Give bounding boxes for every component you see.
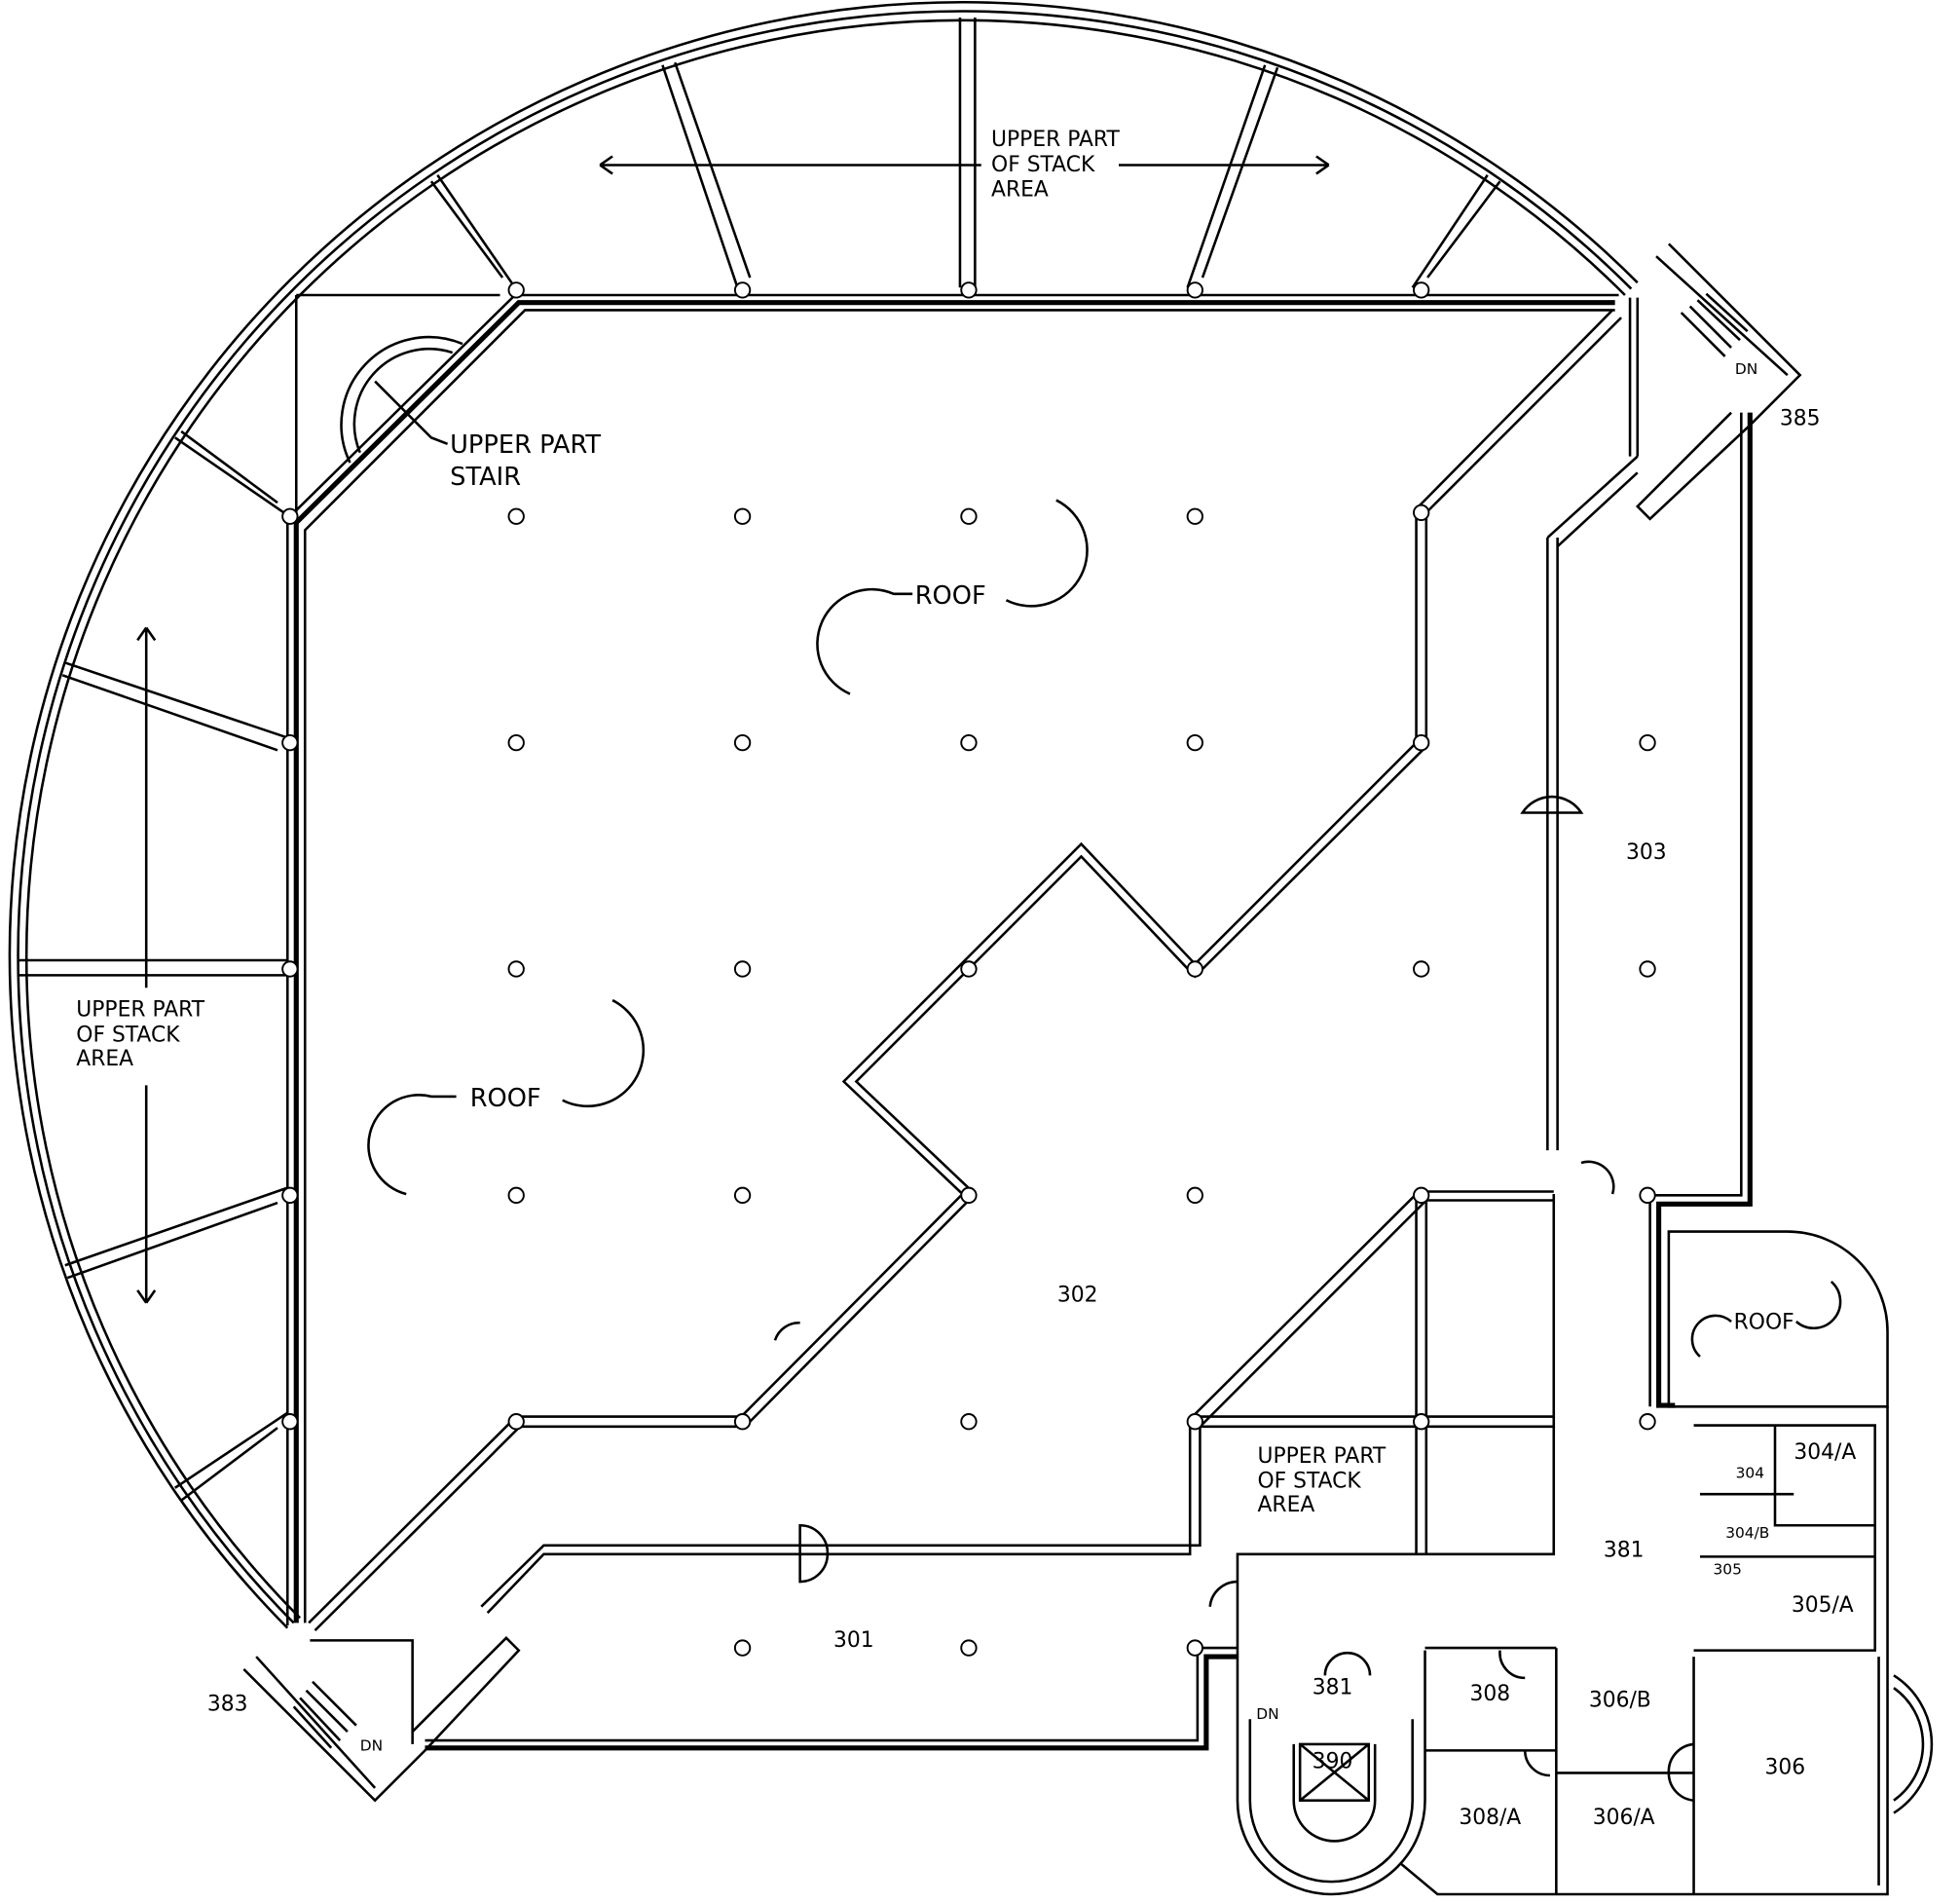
- note-dn-390: DN: [1256, 1705, 1278, 1723]
- doors: [773, 795, 1694, 1802]
- note-stack-top-3: AREA: [991, 178, 1049, 203]
- annotations: UPPER PART OF STACK AREA UPPER PART OF S…: [76, 128, 1794, 1754]
- column-marker: [507, 733, 525, 752]
- column-marker: [1186, 1186, 1203, 1205]
- room-305a: 305/A: [1792, 1593, 1854, 1618]
- stair-383: [242, 1635, 521, 1803]
- room-304a: 304/A: [1794, 1440, 1856, 1465]
- note-dn-385: DN: [1735, 360, 1757, 378]
- room-304b: 304/B: [1725, 1524, 1769, 1542]
- column-marker: [733, 733, 752, 752]
- note-stack-top-2: OF STACK: [991, 153, 1095, 177]
- column-marker: [960, 507, 978, 525]
- column-marker: [1186, 960, 1203, 978]
- room-308: 308: [1469, 1682, 1510, 1706]
- note-stack-mid-3: AREA: [1258, 1493, 1315, 1517]
- column-marker: [1413, 281, 1430, 299]
- note-stair-1: UPPER PART: [450, 430, 601, 460]
- column-marker: [1639, 1413, 1656, 1431]
- room-306: 306: [1764, 1756, 1805, 1780]
- stair-385: [1635, 243, 1802, 521]
- note-stack-mid-1: UPPER PART: [1258, 1444, 1387, 1469]
- note-dn-383: DN: [360, 1736, 383, 1754]
- column-marker: [1186, 1639, 1203, 1657]
- interior-walls: [308, 297, 1640, 1651]
- room-383: 383: [207, 1692, 248, 1716]
- column-marker: [733, 1639, 752, 1657]
- note-stair-2: STAIR: [450, 463, 521, 492]
- column-marker: [507, 960, 525, 978]
- room-305: 305: [1714, 1560, 1742, 1578]
- column-marker: [507, 507, 525, 525]
- note-stack-left-2: OF STACK: [76, 1023, 180, 1047]
- stair-leader-line: [374, 380, 449, 445]
- column-marker: [507, 1186, 525, 1205]
- room-385: 385: [1780, 407, 1821, 431]
- column-marker: [1413, 504, 1430, 522]
- column-marker: [960, 960, 978, 978]
- column-marker: [281, 1413, 299, 1431]
- note-stack-left-1: UPPER PART: [76, 998, 204, 1023]
- column-marker: [1186, 1413, 1203, 1431]
- room-301: 301: [833, 1628, 874, 1653]
- note-stack-top-1: UPPER PART: [991, 128, 1120, 152]
- note-roof-1: ROOF: [915, 581, 986, 611]
- room-306b: 306/B: [1589, 1688, 1651, 1712]
- column-marker: [281, 507, 299, 525]
- column-marker: [960, 281, 978, 299]
- room-304: 304: [1736, 1464, 1764, 1481]
- room-labels: 301 302 303 304 304/A 304/B 305 305/A 30…: [207, 407, 1857, 1831]
- room-390: 390: [1313, 1749, 1353, 1773]
- column-marker: [1186, 733, 1203, 752]
- column-marker: [1413, 1413, 1430, 1431]
- stack-ribs: [17, 18, 1501, 1502]
- column-marker: [733, 281, 752, 299]
- column-marker: [281, 733, 299, 752]
- column-marker: [733, 1186, 752, 1205]
- dimension-arrows: [136, 155, 1330, 1304]
- column-marker: [1639, 733, 1656, 752]
- column-marker: [507, 1413, 525, 1431]
- room-308a: 308/A: [1459, 1806, 1521, 1830]
- exterior-walls: [425, 412, 1934, 1896]
- note-roof-3: ROOF: [1734, 1311, 1794, 1335]
- stair-390-elevator: [1236, 1650, 1426, 1896]
- curved-outer-wall: [8, 1, 1639, 1629]
- column-marker: [1413, 1186, 1430, 1205]
- note-stack-mid-2: OF STACK: [1258, 1470, 1362, 1494]
- note-stack-left-3: AREA: [76, 1047, 133, 1071]
- column-marker: [960, 1639, 978, 1657]
- column-marker: [1413, 733, 1430, 752]
- column-grid: [281, 281, 1656, 1657]
- column-marker: [733, 1413, 752, 1431]
- room-303: 303: [1626, 840, 1667, 865]
- column-marker: [733, 960, 752, 978]
- column-marker: [960, 1186, 978, 1205]
- column-marker: [1186, 281, 1203, 299]
- column-marker: [960, 733, 978, 752]
- room-302: 302: [1057, 1283, 1098, 1307]
- column-marker: [1413, 960, 1430, 978]
- column-marker: [1639, 960, 1656, 978]
- roof-arrows: [367, 499, 1842, 1358]
- room-381: 381: [1604, 1538, 1645, 1562]
- column-marker: [281, 1186, 299, 1205]
- note-roof-2: ROOF: [470, 1084, 541, 1113]
- column-marker: [281, 960, 299, 978]
- column-marker: [1186, 507, 1203, 525]
- column-marker: [960, 1413, 978, 1431]
- column-marker: [1639, 1186, 1656, 1205]
- room-381-stair: 381: [1313, 1676, 1353, 1700]
- room-306a: 306/A: [1593, 1806, 1655, 1830]
- column-marker: [733, 507, 752, 525]
- column-marker: [507, 281, 525, 299]
- upper-stair-arc: [340, 335, 463, 464]
